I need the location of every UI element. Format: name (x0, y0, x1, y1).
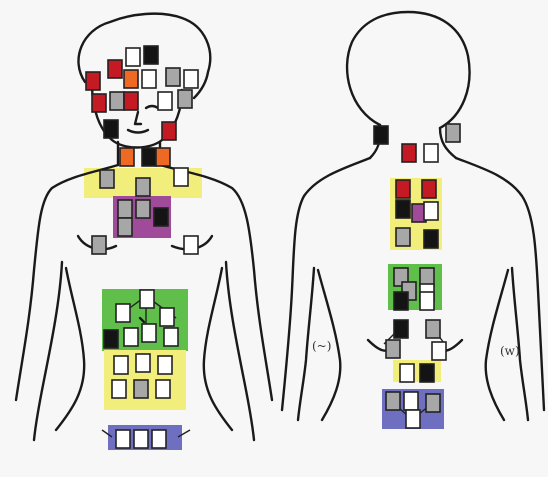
electrode-marker-gray (92, 236, 106, 254)
front-right-inner-arm (226, 262, 254, 440)
electrode-marker-black (142, 148, 156, 166)
electrode-marker-black (154, 208, 168, 226)
electrode-marker-white (124, 328, 138, 346)
electrode-marker-red (86, 72, 100, 90)
electrode-marker-white (116, 430, 130, 448)
electrode-marker-white (432, 342, 446, 360)
electrode-marker-black (424, 230, 438, 248)
electrode-marker-black (394, 292, 408, 310)
electrode-marker-gray (118, 218, 132, 236)
electrode-marker-orange (156, 148, 170, 166)
electrode-marker-gray (386, 392, 400, 410)
electrode-marker-white (424, 144, 438, 162)
electrode-marker-black (144, 46, 158, 64)
electrode-marker-black (394, 320, 408, 338)
electrode-marker-white (114, 356, 128, 374)
electrode-marker-red (162, 122, 176, 140)
electrode-marker-white (164, 328, 178, 346)
electrode-marker-white (404, 392, 418, 410)
electrode-marker-black (104, 120, 118, 138)
electrode-marker-red (402, 144, 416, 162)
electrode-marker-white (112, 380, 126, 398)
electrode-marker-gray (178, 90, 192, 108)
front-left-shoulder-arm (16, 165, 118, 400)
electrode-marker-red (108, 60, 122, 78)
electrode-marker-white (126, 48, 140, 66)
electrode-marker-gray (426, 394, 440, 412)
electrode-marker-white (420, 292, 434, 310)
electrode-marker-gray (136, 178, 150, 196)
electrode-marker-black (396, 200, 410, 218)
back-right-shoulder-arm (456, 158, 544, 410)
electrode-marker-red (396, 180, 410, 198)
electrode-marker-black (104, 330, 118, 348)
electrode-marker-gray (134, 380, 148, 398)
electrode-marker-orange (124, 70, 138, 88)
front-left-inner-arm (34, 262, 62, 440)
electrode-marker-gray (166, 68, 180, 86)
electrode-marker-gray (136, 200, 150, 218)
back-left-shoulder-arm (282, 158, 370, 410)
electrode-marker-red (92, 94, 106, 112)
electrode-marker-white (142, 324, 156, 342)
right-arm-mark: (w) (500, 344, 520, 358)
front-mouth (128, 130, 148, 133)
electrode-marker-gray (100, 170, 114, 188)
electrode-marker-white (424, 202, 438, 220)
electrode-marker-red (124, 92, 138, 110)
electrode-marker-white (152, 430, 166, 448)
electrode-marker-black (420, 364, 434, 382)
electrode-marker-white (174, 168, 188, 186)
electrode-marker-gray (426, 320, 440, 338)
back-left-scapula (368, 340, 388, 351)
electrode-marker-white (158, 356, 172, 374)
electrode-marker-white (400, 364, 414, 382)
electrode-marker-white (140, 290, 154, 308)
electrode-marker-orange (120, 148, 134, 166)
electrode-marker-white (184, 70, 198, 88)
front-eye-right (146, 106, 158, 108)
electrode-marker-gray (118, 200, 132, 218)
electrode-marker-gray (386, 340, 400, 358)
electrode-marker-gray (446, 124, 460, 142)
electrode-marker-gray (110, 92, 124, 110)
electrode-marker-white (116, 304, 130, 322)
electrode-marker-white (156, 380, 170, 398)
electrode-marker-red (422, 180, 436, 198)
front-nose (135, 112, 141, 124)
electrode-marker-white (160, 308, 174, 326)
back-head-outline (347, 12, 469, 128)
electrode-marker-black (374, 126, 388, 144)
electrode-marker-white (142, 70, 156, 88)
electrode-marker-white (184, 236, 198, 254)
electrode-marker-white (134, 430, 148, 448)
electrode-marker-white (136, 354, 150, 372)
electrode-marker-white (406, 410, 420, 428)
electrode-marker-gray (396, 228, 410, 246)
left-arm-mark: (~) (312, 339, 331, 353)
electrode-marker-white (158, 92, 172, 110)
